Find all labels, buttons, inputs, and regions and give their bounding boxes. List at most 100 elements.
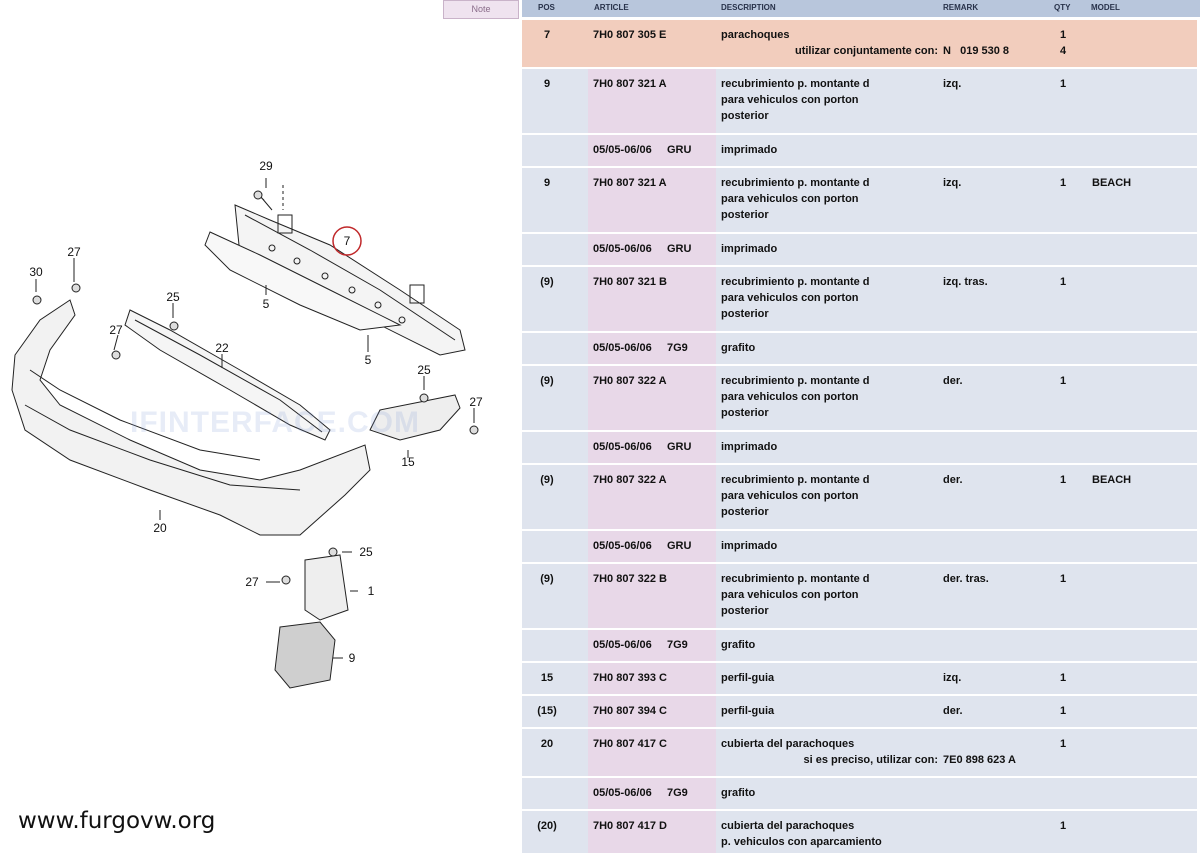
description-line: posterior (721, 407, 769, 419)
callout-15: 15 (401, 455, 415, 469)
header-article: ARTICLE (594, 3, 629, 12)
description-line: recubrimiento p. montante d (721, 78, 870, 90)
description-line: posterior (721, 506, 769, 518)
qty-cell: 1 (1060, 820, 1067, 832)
pos-cell: 20 (540, 738, 554, 750)
article-cell: 7H0 807 321 B (593, 276, 667, 288)
description-line: posterior (721, 605, 769, 617)
callout-1: 1 (368, 584, 375, 598)
table-row[interactable]: 05/05-06/06 7G9 grafito (522, 630, 1197, 661)
remark-cell: der. (943, 705, 963, 717)
callout-9: 9 (349, 651, 356, 665)
pos-cell: 9 (543, 78, 551, 90)
article-cell-bg (588, 465, 716, 529)
description-line: imprimado (721, 441, 778, 453)
table-row[interactable]: 05/05-06/06 GRU imprimado (522, 432, 1197, 463)
article-cell: 05/05-06/06 GRU (593, 243, 692, 255)
description-line: imprimado (721, 144, 778, 156)
description-line: p. vehiculos con aparcamiento (721, 836, 882, 848)
qty-cell: 1 (1060, 474, 1067, 486)
note-value: N 019 530 8 (943, 45, 1010, 57)
parts-table: POS ARTICLE DESCRIPTION REMARK QTY MODEL… (522, 0, 1200, 853)
article-cell: 05/05-06/06 GRU (593, 144, 692, 156)
note-value: 7E0 898 623 A (943, 754, 1016, 766)
remark-cell: izq. tras. (943, 276, 988, 288)
article-cell-bg (588, 531, 716, 562)
description-line: recubrimiento p. montante d (721, 474, 870, 486)
table-row[interactable]: 05/05-06/06 GRU imprimado (522, 234, 1197, 265)
pos-cell: 9 (543, 177, 551, 189)
model-cell: BEACH (1092, 474, 1132, 486)
article-cell-bg (588, 663, 716, 694)
qty-cell: 1 (1060, 738, 1067, 750)
description-line: perfil-guia (721, 672, 775, 684)
table-row[interactable]: 05/05-06/06 7G9 grafito (522, 778, 1197, 809)
description-line: para vehiculos con porton (721, 589, 859, 601)
article-cell: 05/05-06/06 7G9 (593, 787, 688, 799)
description-line: grafito (721, 639, 756, 651)
article-cell: 7H0 807 305 E (593, 29, 667, 41)
description-line: grafito (721, 787, 756, 799)
article-cell: 05/05-06/06 GRU (593, 441, 692, 453)
article-cell-bg (588, 135, 716, 166)
callout-22: 22 (215, 341, 229, 355)
article-cell: 7H0 807 417 D (593, 820, 667, 832)
header-qty: QTY (1054, 3, 1071, 12)
remark-cell: der. (943, 375, 963, 387)
remark-cell: izq. (943, 672, 962, 684)
qty-cell: 1 (1060, 276, 1067, 288)
article-cell: 7H0 807 321 A (593, 177, 667, 189)
note-tab[interactable]: Note (443, 0, 519, 19)
description-line: para vehiculos con porton (721, 391, 859, 403)
qty-cell: 1 (1060, 672, 1067, 684)
description-line: posterior (721, 308, 769, 320)
article-cell-bg (588, 432, 716, 463)
article-cell-bg (588, 366, 716, 430)
description-line: imprimado (721, 243, 778, 255)
description-line: posterior (721, 209, 769, 221)
header-pos: POS (538, 3, 555, 12)
article-cell: 05/05-06/06 GRU (593, 540, 692, 552)
article-cell-bg (588, 267, 716, 331)
article-cell: 7H0 807 394 C (593, 705, 667, 717)
site-url: www.furgovw.org (18, 808, 216, 834)
callout-5: 5 (263, 297, 270, 311)
description-note: si es preciso, utilizar con: (803, 754, 939, 766)
description-line: para vehiculos con porton (721, 490, 859, 502)
qty-cell: 1 (1060, 705, 1067, 717)
table-row[interactable]: 05/05-06/06 GRU imprimado (522, 135, 1197, 166)
callout-29: 29 (259, 159, 273, 173)
pos-cell: 7 (543, 29, 551, 41)
remark-cell: der. tras. (943, 573, 989, 585)
pos-cell: (9) (540, 573, 554, 585)
article-cell-bg (588, 20, 716, 67)
remark-cell: der. (943, 474, 963, 486)
callout-27: 27 (109, 323, 123, 337)
callout-5: 5 (365, 353, 372, 367)
pos-cell: (9) (540, 474, 554, 486)
table-header: POS ARTICLE DESCRIPTION REMARK QTY MODEL (522, 0, 1200, 17)
callout-20: 20 (153, 521, 167, 535)
article-cell: 7H0 807 322 A (593, 375, 667, 387)
article-cell-bg (588, 696, 716, 727)
article-cell: 7H0 807 393 C (593, 672, 667, 684)
qty-cell: 1 (1060, 375, 1067, 387)
article-cell: 7H0 807 322 B (593, 573, 667, 585)
description-line: para vehiculos con porton (721, 193, 859, 205)
article-cell: 05/05-06/06 7G9 (593, 639, 688, 651)
description-line: posterior (721, 110, 769, 122)
